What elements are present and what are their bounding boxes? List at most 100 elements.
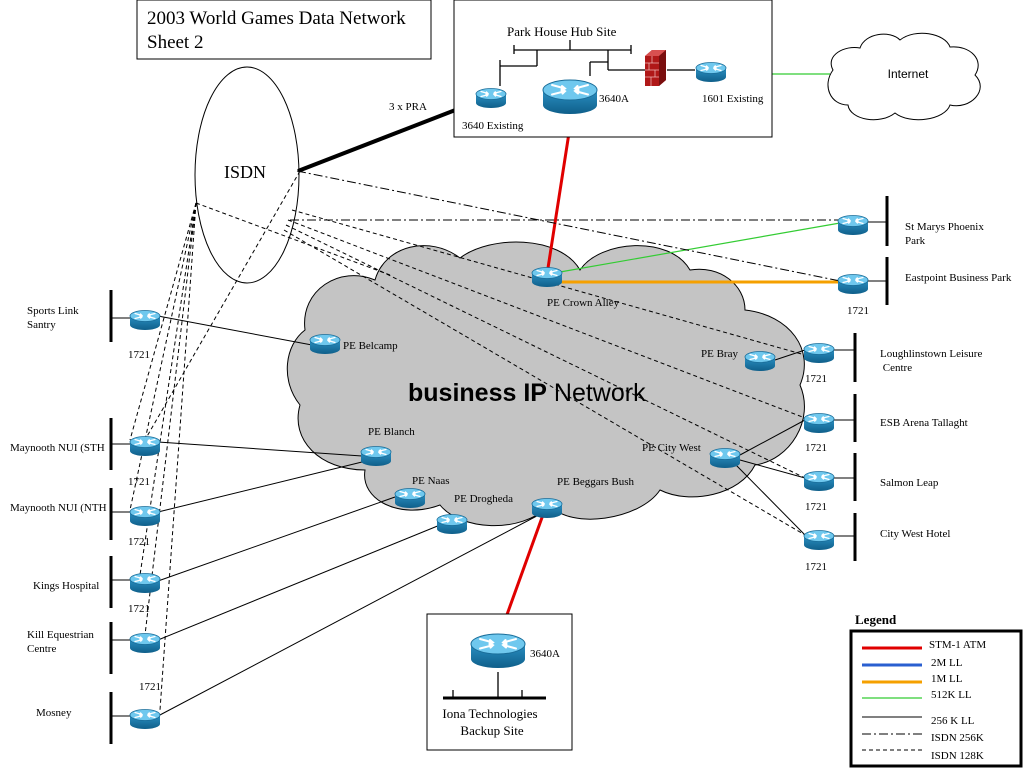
- legend-label: 1M LL: [931, 673, 963, 685]
- pe-bray-label: PE Bray: [701, 348, 738, 360]
- site-label-line2: Santry: [27, 319, 56, 331]
- links: [129, 73, 841, 717]
- link-stm1-hub: [546, 119, 573, 269]
- site-label-line1: Eastpoint Business Park: [905, 272, 1012, 284]
- isdn-cloud: [194, 66, 300, 284]
- router-pe-crown-alley-icon: [531, 266, 563, 288]
- site-label-line2: Park: [905, 235, 926, 247]
- site-label-line2: Centre: [880, 362, 912, 374]
- router-model-label: 1721: [128, 349, 150, 361]
- legend-title: Legend: [855, 612, 897, 627]
- router-model-label: 1721: [805, 501, 827, 513]
- site-label-line1: Salmon Leap: [880, 477, 939, 489]
- pra-label: 3 x PRA: [389, 101, 427, 113]
- isdn-label: ISDN: [224, 162, 266, 182]
- router-pe-blanch-icon: [360, 445, 392, 467]
- router-1721-icon: [837, 273, 869, 295]
- pe-naas-label: PE Naas: [412, 475, 450, 487]
- router-1721-icon: [129, 632, 161, 654]
- router-model-label: 1721: [139, 681, 161, 693]
- site-label-line1: St Marys Phoenix: [905, 221, 984, 233]
- pe-drogheda-label: PE Drogheda: [454, 493, 513, 505]
- router-pe-naas-icon: [394, 487, 426, 509]
- router-model-label: 1721: [128, 603, 150, 615]
- legend-label: 256 K LL: [931, 715, 975, 727]
- site-label-line1: Mosney: [36, 707, 72, 719]
- router-pe-belcamp-icon: [309, 333, 341, 355]
- router-pe-bray-icon: [744, 350, 776, 372]
- router-3640-existing-icon: [475, 87, 507, 109]
- site-label-line1: Sports Link: [27, 305, 79, 317]
- site-label-line1: City West Hotel: [880, 528, 950, 540]
- legend-items: STM-1 ATM 2M LL 1M LL 512K LL 256 K LL I…: [862, 639, 986, 762]
- link-512k-stmarys: [559, 222, 841, 273]
- router-3640a-backup-label: 3640A: [530, 648, 560, 660]
- router-1721-icon: [129, 505, 161, 527]
- right-site-5: City West Hotel 1721: [803, 513, 950, 573]
- legend-label: STM-1 ATM: [929, 639, 986, 651]
- router-3640a-backup-icon: [470, 633, 526, 669]
- right-site-3: ESB Arena Tallaght 1721: [803, 394, 968, 454]
- router-pe-drogheda-icon: [436, 513, 468, 535]
- pe-crown-alley-label: PE Crown Alley: [547, 297, 620, 309]
- site-label-line2: Centre: [27, 643, 56, 655]
- router-model-label: 1721: [847, 305, 869, 317]
- left-site-0: Sports Link Santry 1721: [27, 290, 161, 361]
- internet-label: Internet: [888, 67, 929, 81]
- pe-belcamp-label: PE Belcamp: [343, 340, 398, 352]
- router-1721-icon: [803, 529, 835, 551]
- pra-arrow: [297, 100, 478, 173]
- site-label-line1: Loughlinstown Leisure: [880, 348, 982, 360]
- pe-blanch-label: PE Blanch: [368, 426, 415, 438]
- right-site-0: St Marys Phoenix Park: [837, 196, 984, 247]
- pe-beggars-bush-label: PE Beggars Bush: [557, 476, 635, 488]
- hub-site-title: Park House Hub Site: [507, 24, 617, 39]
- left-site-1: Maynooth NUI (STH 1721: [10, 418, 161, 488]
- site-label-line1: Kings Hospital: [33, 580, 99, 592]
- legend-label: ISDN 256K: [931, 732, 984, 744]
- router-pe-city-west-icon: [709, 447, 741, 469]
- router-model-label: 1721: [805, 373, 827, 385]
- site-label-line1: Maynooth NUI (STH: [10, 442, 105, 454]
- site-label-line1: Kill Equestrian: [27, 629, 94, 641]
- page-title: 2003 World Games Data Network: [147, 8, 406, 29]
- legend-label: ISDN 128K: [931, 750, 984, 762]
- router-1721-icon: [803, 412, 835, 434]
- router-pe-beggars-bush-icon: [531, 497, 563, 519]
- router-1721-icon: [803, 342, 835, 364]
- hub-lan-bus: [499, 40, 695, 86]
- backup-lan-bus: [443, 672, 546, 700]
- router-icon: [837, 214, 869, 236]
- left-site-3: Kings Hospital 1721: [33, 556, 161, 615]
- router-1721-icon: [129, 435, 161, 457]
- legend-label: 512K LL: [931, 689, 972, 701]
- router-model-label: 1721: [805, 442, 827, 454]
- firewall-icon: [645, 50, 666, 86]
- router-3640a-hub-label: 3640A: [599, 93, 629, 105]
- backup-site-label-line1: Iona Technologies: [442, 706, 537, 721]
- router-model-label: 1721: [128, 536, 150, 548]
- site-label-line1: Maynooth NUI (NTH: [10, 502, 107, 514]
- router-model-label: 1721: [128, 476, 150, 488]
- right-site-1: Eastpoint Business Park 1721: [837, 257, 1012, 317]
- router-model-label: 1721: [805, 561, 827, 573]
- site-label-line1: ESB Arena Tallaght: [880, 417, 968, 429]
- router-1721-icon: [803, 470, 835, 492]
- page-subtitle: Sheet 2: [147, 32, 203, 53]
- right-site-4: Salmon Leap 1721: [803, 453, 939, 513]
- router-3640-existing-label: 3640 Existing: [462, 120, 524, 132]
- internet-cloud: [827, 32, 981, 121]
- cloud-label: business IP Network: [408, 379, 646, 407]
- legend-label: 2M LL: [931, 657, 963, 669]
- router-1601-icon: [695, 61, 727, 83]
- title-box: [136, 0, 432, 60]
- router-1721-icon: [129, 572, 161, 594]
- left-site-4: Kill Equestrian Centre 1721: [27, 622, 161, 693]
- left-site-2: Maynooth NUI (NTH 1721: [10, 488, 161, 548]
- pe-city-west-label: PE City West: [642, 442, 701, 454]
- router-3640a-hub-icon: [542, 79, 598, 115]
- router-1601-label: 1601 Existing: [702, 93, 764, 105]
- right-site-2: Loughlinstown Leisure Centre 1721: [803, 333, 982, 385]
- router-1721-icon: [129, 708, 161, 730]
